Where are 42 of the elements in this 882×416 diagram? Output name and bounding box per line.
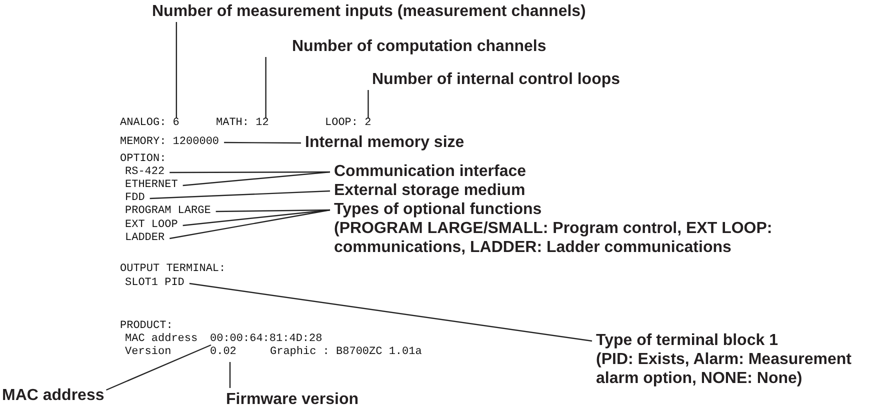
leader-line <box>229 362 231 388</box>
screen-text: RS-422 <box>125 166 165 179</box>
screen-text: OPTION: <box>120 153 166 166</box>
screen-text: ETHERNET <box>125 179 178 192</box>
screen-text: MAC address <box>125 333 198 346</box>
screen-text: PROGRAM LARGE <box>125 205 211 218</box>
screen-text: MEMORY: 1200000 <box>120 136 220 149</box>
leader-line <box>182 171 330 186</box>
leader-line <box>189 282 592 342</box>
callout-text: Communication interface <box>334 162 526 181</box>
screen-text: ANALOG: 6 <box>120 117 180 130</box>
leader-line <box>182 209 330 226</box>
screen-text: Graphic : B8700ZC 1.01a <box>270 346 422 359</box>
callout-text: Internal memory size <box>305 133 464 152</box>
leader-line <box>150 190 330 200</box>
screen-text: PRODUCT: <box>120 320 173 333</box>
screen-text: 0.02 <box>210 346 236 359</box>
screen-text: SLOT1 PID <box>125 277 184 290</box>
leader-line <box>170 209 330 240</box>
callout-text: (PID: Exists, Alarm: Measurement alarm option, NONE: None) <box>596 350 852 388</box>
leader-line <box>265 57 266 118</box>
screen-text: LADDER <box>125 232 165 245</box>
screen-text: FDD <box>125 192 145 205</box>
screen-text: LOOP: 2 <box>325 117 372 130</box>
callout-text: Number of measurement inputs (measurement channels) <box>152 2 586 21</box>
leader-line <box>176 22 178 118</box>
leader-line <box>106 344 212 391</box>
leader-line <box>368 90 369 118</box>
leader-line <box>224 142 301 144</box>
screen-text: OUTPUT TERMINAL: <box>120 263 226 276</box>
callout-text: Number of internal control loops <box>372 70 620 89</box>
screen-text: Version <box>125 346 172 359</box>
screen-text: 00:00:64:81:4D:28 <box>210 333 322 346</box>
callout-text: (PROGRAM LARGE/SMALL: Program control, EXT LOOP: communications, LADDER: Ladder communications <box>334 219 774 257</box>
callout-text: Number of computation channels <box>292 37 546 56</box>
callout-text: MAC address <box>2 386 104 405</box>
screen-text: MATH: 12 <box>216 117 269 130</box>
callout-text: Types of optional functions <box>334 200 543 219</box>
screen-text: EXT LOOP <box>125 219 178 232</box>
callout-text: Firmware version <box>226 390 358 409</box>
callout-text: External storage medium <box>334 181 526 200</box>
callout-text: Type of terminal block 1 <box>596 331 779 350</box>
